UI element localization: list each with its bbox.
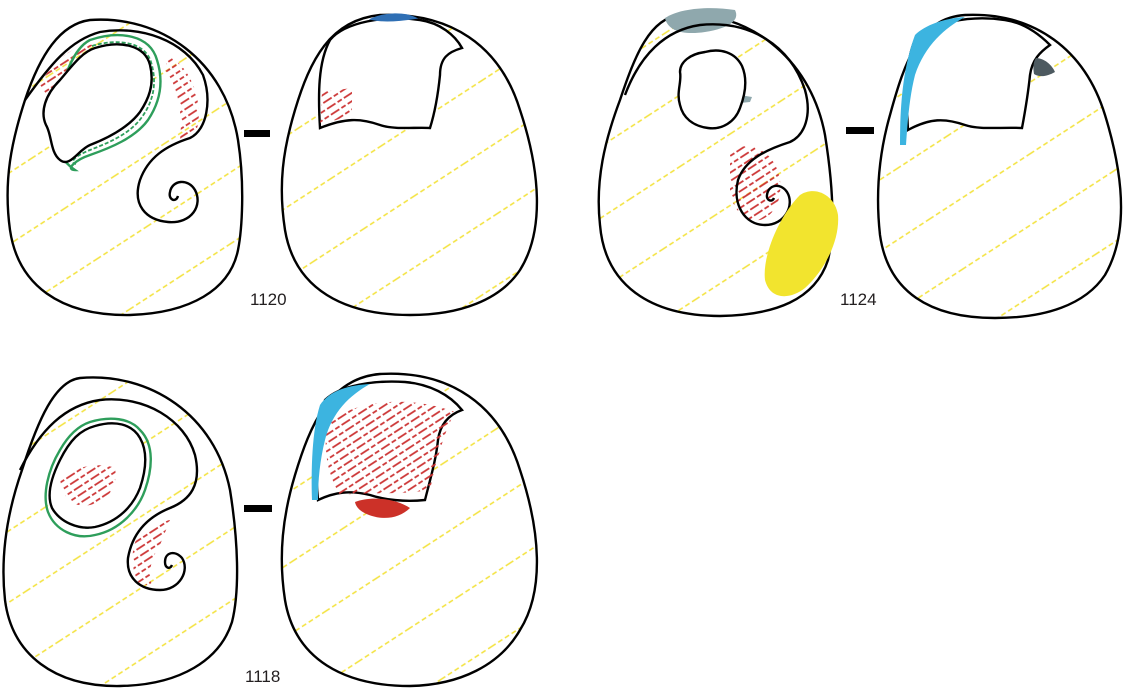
light-blue-margin xyxy=(900,17,965,145)
red-fill-region xyxy=(355,498,410,518)
inner-cavity xyxy=(623,23,809,227)
panel-label: 1120 xyxy=(250,290,287,309)
inner-cavity xyxy=(18,398,199,592)
gray-blue-mark xyxy=(665,8,737,34)
left-specimen-1120 xyxy=(6,18,244,317)
cavity xyxy=(905,17,1052,132)
left-specimen-1124 xyxy=(597,8,839,318)
right-specimen-1124 xyxy=(876,13,1123,320)
panel-label: 1124 xyxy=(840,290,877,309)
dark-gray-mark xyxy=(1033,58,1055,77)
cavity-island xyxy=(42,43,153,164)
minus-sign xyxy=(244,505,272,512)
red-hatch-region xyxy=(165,55,199,140)
right-specimen-1118 xyxy=(280,372,539,688)
minus-sign xyxy=(244,130,270,137)
cavity-island xyxy=(677,49,747,130)
yellow-mass xyxy=(764,191,839,297)
minus-sign xyxy=(846,127,874,134)
panel-label: 1118 xyxy=(245,667,280,686)
cavity xyxy=(317,17,464,130)
inner-cavity xyxy=(24,29,209,224)
panel-1118: 1118 xyxy=(2,372,539,688)
red-hatch-region xyxy=(132,520,170,585)
left-specimen-1118 xyxy=(2,376,239,688)
green-margin-dashed xyxy=(72,41,155,165)
red-hatch-region xyxy=(60,465,116,506)
blue-mark xyxy=(368,13,419,22)
red-hatch-region xyxy=(320,88,352,125)
panel-1124: 1124 xyxy=(597,8,1123,320)
red-hatch-region xyxy=(730,146,781,221)
green-margin xyxy=(44,417,152,538)
light-blue-margin xyxy=(311,384,370,500)
panel-1120: 1120 xyxy=(6,13,539,317)
right-specimen-1120 xyxy=(280,13,539,317)
red-hatch-region xyxy=(325,401,455,495)
